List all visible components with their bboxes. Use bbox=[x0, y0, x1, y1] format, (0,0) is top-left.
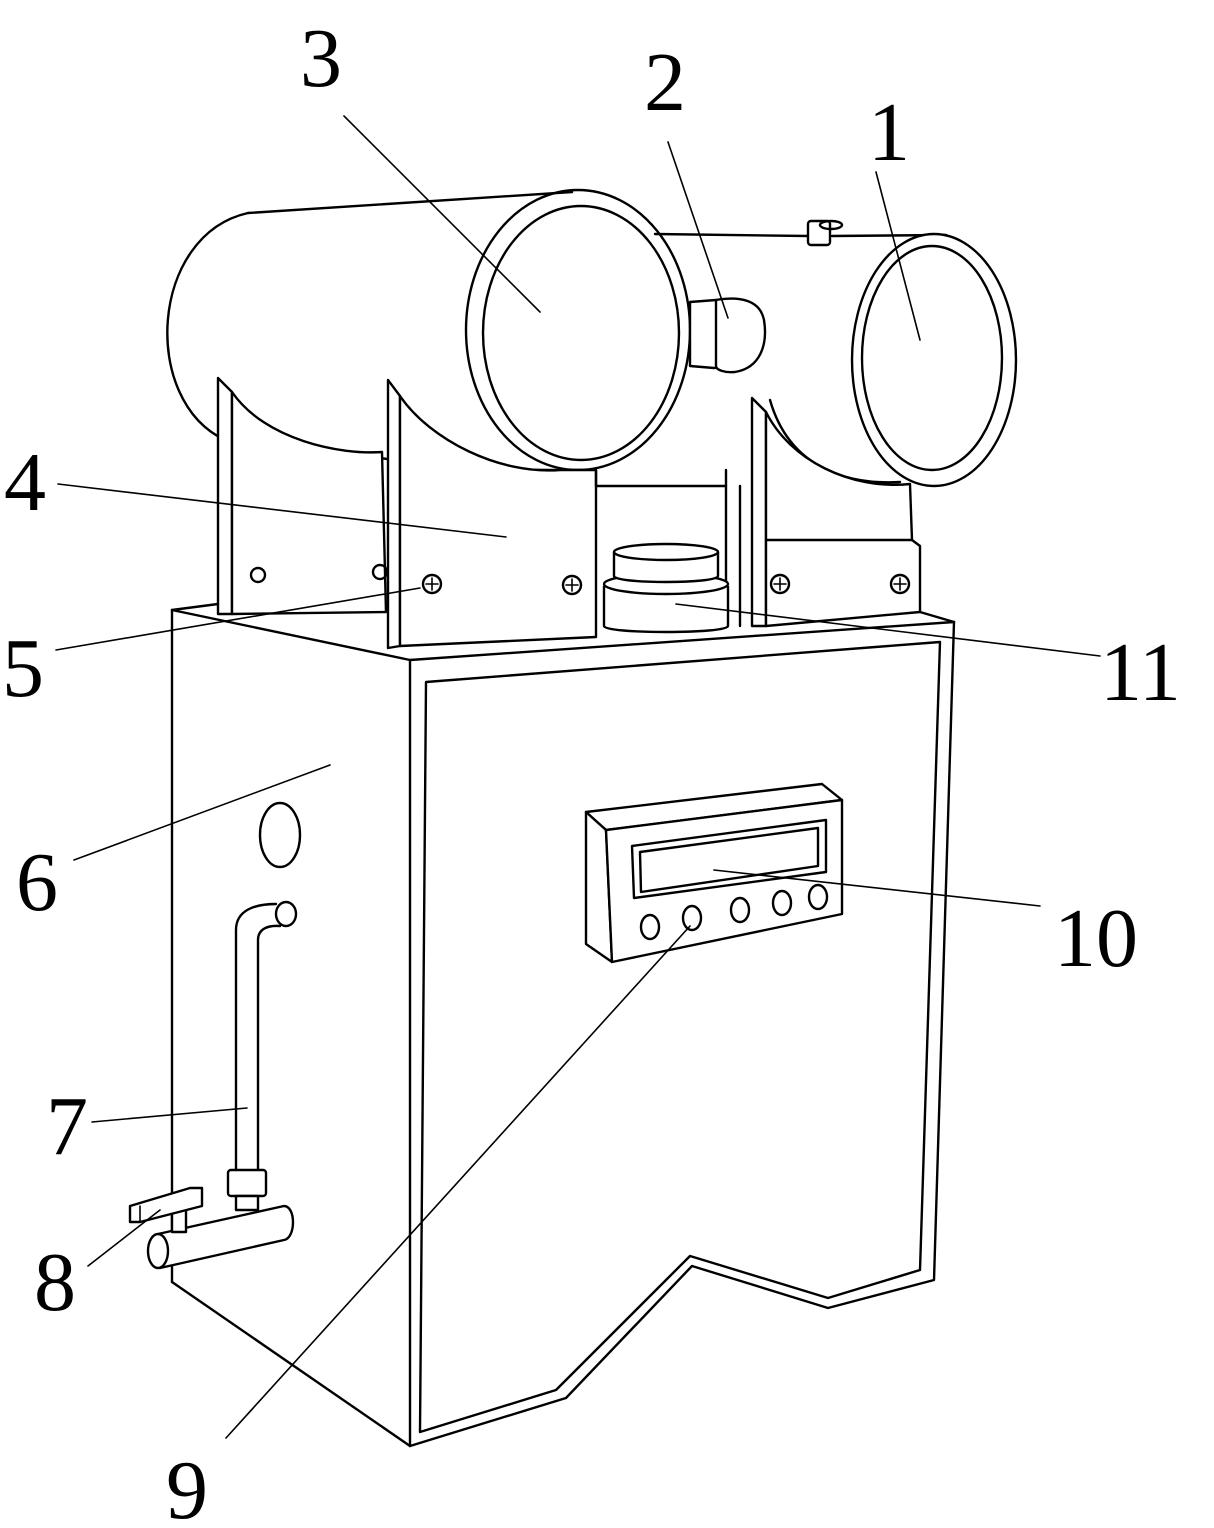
label-9: 9 bbox=[166, 1444, 208, 1528]
leader-10 bbox=[713, 869, 1041, 907]
connector-2 bbox=[688, 297, 767, 374]
leader-2 bbox=[667, 141, 729, 319]
leader-1 bbox=[875, 171, 921, 341]
buttons-9 bbox=[639, 883, 829, 941]
leader-3 bbox=[343, 115, 541, 313]
cabinet-6 bbox=[170, 602, 956, 1448]
label-11: 11 bbox=[1100, 626, 1181, 719]
pipe-7 bbox=[226, 900, 298, 1212]
leader-4 bbox=[57, 483, 507, 538]
label-6: 6 bbox=[16, 836, 58, 929]
reference-labels: 1 2 3 4 5 6 7 8 9 10 11 bbox=[2, 12, 1181, 1528]
leader-9 bbox=[225, 925, 691, 1439]
label-8: 8 bbox=[34, 1236, 76, 1329]
cap-11 bbox=[602, 542, 730, 634]
leader-lines bbox=[55, 115, 1101, 1439]
label-3: 3 bbox=[300, 12, 342, 105]
leader-6 bbox=[73, 764, 331, 861]
label-7: 7 bbox=[46, 1080, 88, 1173]
label-2: 2 bbox=[644, 36, 686, 129]
leader-5 bbox=[55, 587, 421, 651]
label-5: 5 bbox=[2, 622, 44, 715]
support-right bbox=[594, 396, 922, 628]
label-1: 1 bbox=[868, 86, 910, 179]
leader-8 bbox=[87, 1209, 161, 1267]
leader-7 bbox=[91, 1107, 248, 1123]
control-panel-10 bbox=[584, 782, 844, 964]
leader-11 bbox=[675, 603, 1101, 657]
label-10: 10 bbox=[1054, 892, 1138, 985]
label-4: 4 bbox=[4, 436, 46, 529]
support-4 bbox=[216, 376, 598, 650]
valve-8 bbox=[128, 1186, 295, 1270]
